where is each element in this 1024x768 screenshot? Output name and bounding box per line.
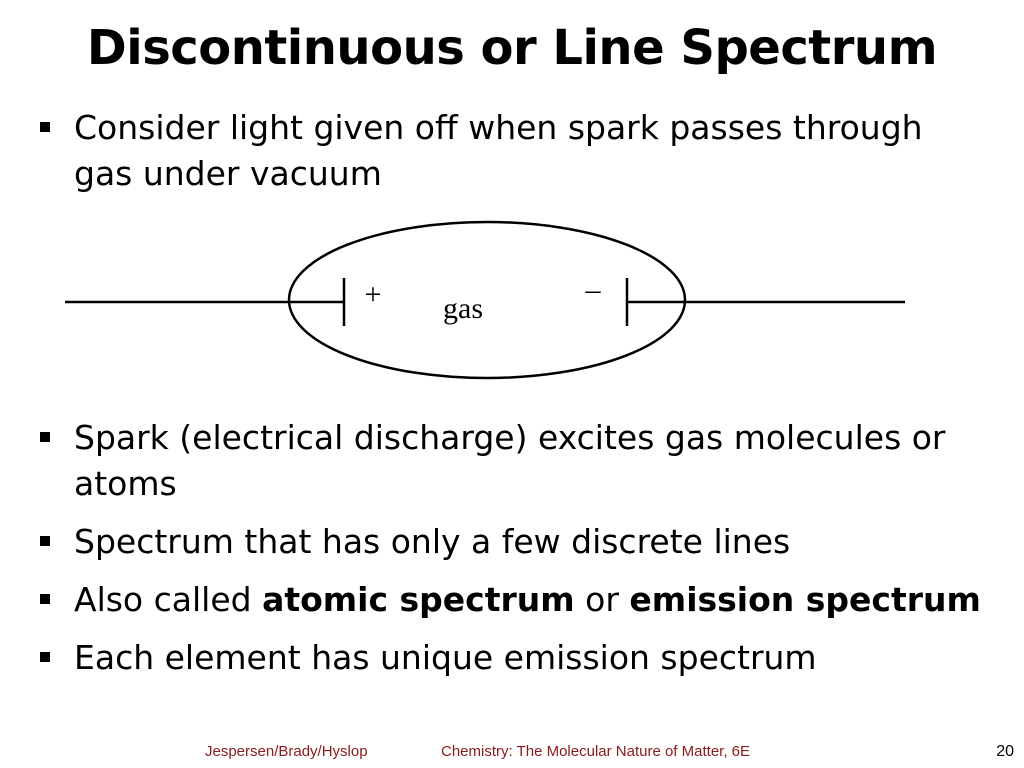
bullet-text: Each element has unique emission spectru… bbox=[74, 638, 817, 677]
square-bullet-icon bbox=[40, 594, 50, 604]
bullet-text-middle: or bbox=[574, 580, 630, 619]
bullet-item: Also called atomic spectrum or emission … bbox=[38, 577, 988, 623]
gas-label: gas bbox=[443, 292, 483, 325]
footer-authors: Jespersen/Brady/Hyslop bbox=[205, 743, 368, 760]
bold-term-atomic-spectrum: atomic spectrum bbox=[262, 580, 575, 619]
plus-sign-label: + bbox=[365, 278, 382, 311]
slide-number: 20 bbox=[996, 743, 1014, 760]
bullet-item: Consider light given off when spark pass… bbox=[38, 105, 988, 197]
bullet-item: Spectrum that has only a few discrete li… bbox=[38, 519, 988, 565]
bold-term-emission-spectrum: emission spectrum bbox=[629, 580, 981, 619]
square-bullet-icon bbox=[40, 652, 50, 662]
square-bullet-icon bbox=[40, 122, 50, 132]
footer-book-title: Chemistry: The Molecular Nature of Matte… bbox=[441, 743, 751, 760]
bullet-text: Spectrum that has only a few discrete li… bbox=[74, 522, 791, 561]
square-bullet-icon bbox=[40, 536, 50, 546]
bullet-text: Consider light given off when spark pass… bbox=[74, 108, 923, 193]
bullet-text-prefix: Also called bbox=[74, 580, 263, 619]
slide-title: Discontinuous or Line Spectrum bbox=[86, 20, 938, 76]
bullet-list-top: Consider light given off when spark pass… bbox=[38, 105, 988, 209]
bullet-item: Each element has unique emission spectru… bbox=[38, 635, 988, 681]
minus-sign-label: – bbox=[585, 273, 602, 306]
bullet-list-bottom: Spark (electrical discharge) excites gas… bbox=[38, 415, 988, 693]
tube-ellipse bbox=[287, 220, 687, 380]
bullet-text: Spark (electrical discharge) excites gas… bbox=[74, 418, 946, 503]
square-bullet-icon bbox=[40, 432, 50, 442]
gas-discharge-tube-diagram: + – gas bbox=[65, 220, 905, 380]
bullet-item: Spark (electrical discharge) excites gas… bbox=[38, 415, 988, 507]
